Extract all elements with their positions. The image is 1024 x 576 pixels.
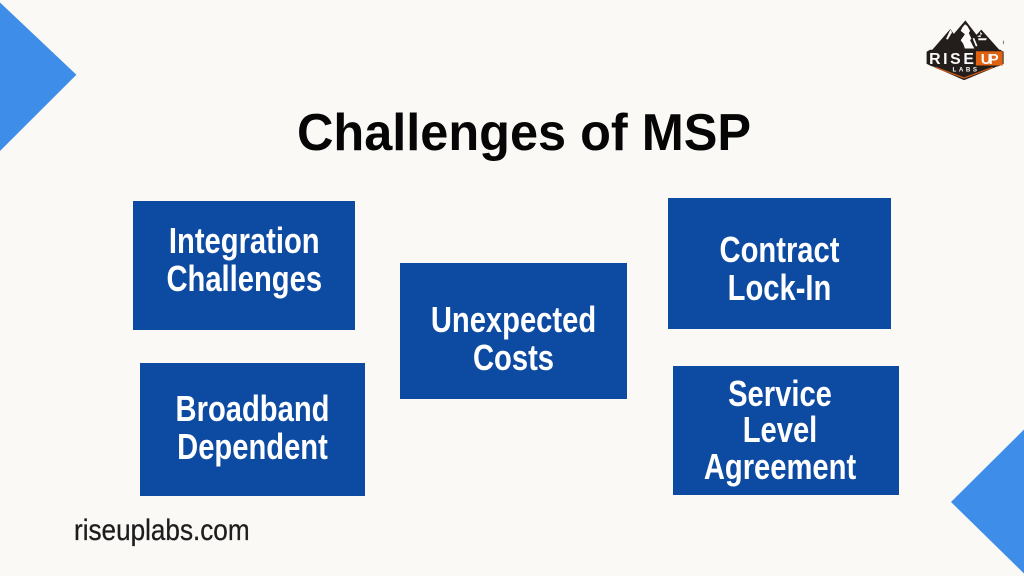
svg-text:UP: UP	[981, 51, 999, 68]
svg-text:RISE: RISE	[929, 51, 974, 68]
